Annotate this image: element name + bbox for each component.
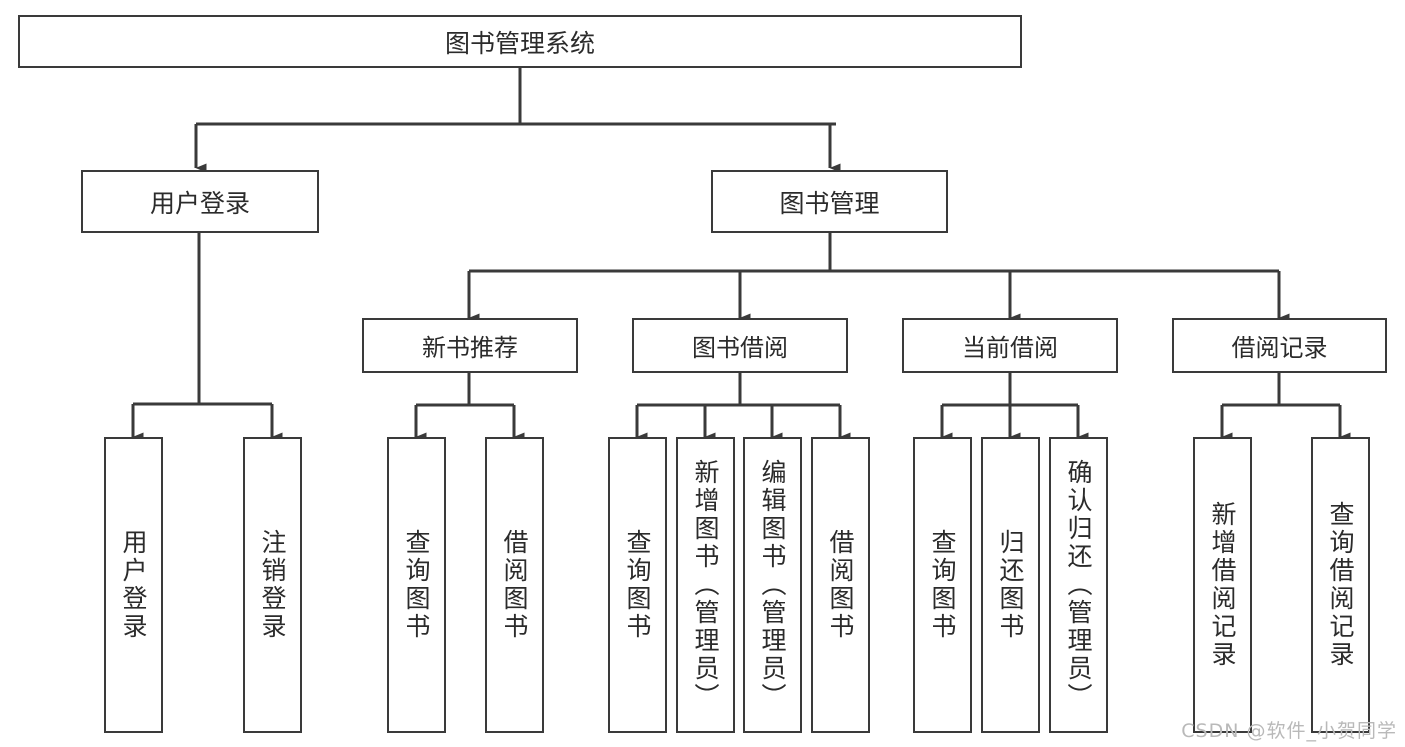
node-label: 借阅图书 [826,529,855,641]
node-label: 注销登录 [258,529,287,641]
node-label: 图书管理 [779,188,880,218]
leaf-add-book-admin[interactable]: 新增图书（管理员） [676,437,735,733]
leaf-user-login[interactable]: 用户登录 [104,437,163,733]
node-label: 当前借阅 [962,334,1058,362]
leaf-borrow-books-recommend[interactable]: 借阅图书 [485,437,544,733]
node-book-management[interactable]: 图书管理 [711,170,948,233]
node-label: 编辑图书（管理员） [758,459,787,711]
node-book-borrow[interactable]: 图书借阅 [632,318,848,373]
leaf-logout[interactable]: 注销登录 [243,437,302,733]
node-label: 新书推荐 [422,334,518,362]
node-borrow-records[interactable]: 借阅记录 [1172,318,1387,373]
node-current-borrow[interactable]: 当前借阅 [902,318,1118,373]
node-label: 图书管理系统 [444,28,595,58]
node-root-system[interactable]: 图书管理系统 [18,15,1022,68]
leaf-query-books-current[interactable]: 查询图书 [913,437,972,733]
leaf-return-books[interactable]: 归还图书 [981,437,1040,733]
leaf-add-borrow-record[interactable]: 新增借阅记录 [1193,437,1252,733]
node-label: 查询借阅记录 [1326,501,1355,669]
node-label: 用户登录 [149,188,250,218]
node-label: 新增借阅记录 [1208,501,1237,669]
node-label: 查询图书 [402,529,431,641]
leaf-confirm-return-admin[interactable]: 确认归还（管理员） [1049,437,1108,733]
watermark-text: CSDN @软件_小贺同学 [1181,720,1397,742]
leaf-query-books[interactable]: 查询图书 [608,437,667,733]
node-label: 借阅图书 [500,529,529,641]
node-label: 查询图书 [623,529,652,641]
leaf-query-books-recommend[interactable]: 查询图书 [387,437,446,733]
leaf-query-borrow-record[interactable]: 查询借阅记录 [1311,437,1370,733]
leaf-edit-book-admin[interactable]: 编辑图书（管理员） [743,437,802,733]
node-label: 新增图书（管理员） [691,459,720,711]
node-label: 确认归还（管理员） [1064,459,1093,711]
node-label: 归还图书 [996,529,1025,641]
node-label: 图书借阅 [692,334,788,362]
node-label: 查询图书 [928,529,957,641]
node-new-book-recommend[interactable]: 新书推荐 [362,318,578,373]
node-label: 借阅记录 [1231,334,1328,362]
leaf-borrow-books[interactable]: 借阅图书 [811,437,870,733]
node-user-login[interactable]: 用户登录 [81,170,319,233]
node-label: 用户登录 [119,529,148,641]
